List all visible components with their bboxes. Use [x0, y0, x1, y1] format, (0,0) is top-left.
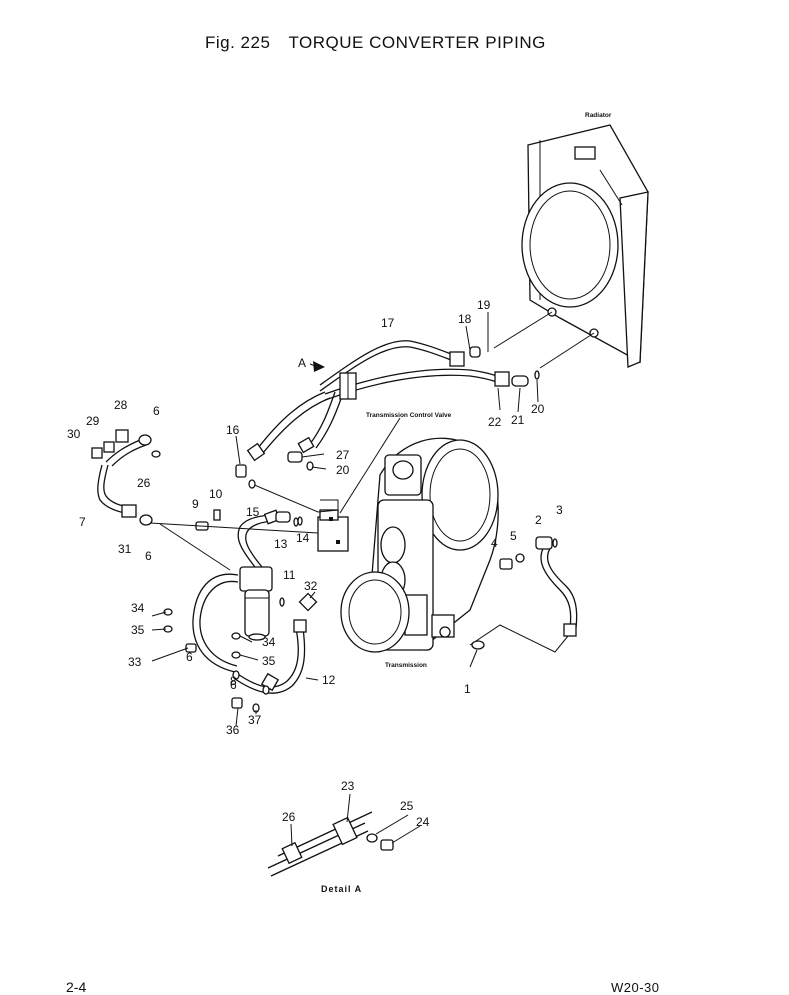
pipe-right [499, 536, 578, 637]
oil-filter [239, 566, 273, 641]
clamp-A [339, 372, 357, 400]
part-number: 6 [153, 404, 160, 418]
part-number: 13 [274, 537, 288, 551]
leader-6-to-tcv [159, 523, 231, 571]
arrow-A [309, 361, 325, 372]
fittings-filter [195, 509, 318, 612]
part-number: 12 [322, 673, 336, 687]
part-number: 37 [248, 713, 262, 727]
part-number: 26 [137, 476, 151, 490]
hose-12 [234, 619, 307, 694]
part-number: 7 [79, 515, 86, 529]
part-number: 31 [118, 542, 132, 556]
part-number: 16 [226, 423, 240, 437]
part-number: 30 [67, 427, 81, 441]
part-number: 5 [510, 529, 517, 543]
part-number: 26 [282, 810, 296, 824]
label-transmission: Transmission [385, 662, 427, 669]
figure-title-text: TORQUE CONVERTER PIPING [288, 33, 546, 52]
part-number: 11 [283, 568, 296, 582]
part-number: 35 [262, 654, 276, 668]
pipe-to-16 [246, 391, 331, 462]
model-code: W20-30 [611, 980, 660, 995]
part-number: 20 [336, 463, 350, 477]
leader-tcv-bracket [251, 483, 339, 513]
part-number: 28 [114, 398, 128, 412]
part-number: 15 [246, 505, 260, 519]
part-number: 23 [341, 779, 355, 793]
hose-22 [324, 368, 503, 401]
part-number: 27 [336, 448, 350, 462]
part-number: 17 [381, 316, 395, 330]
figure-number: Fig. 225 [205, 33, 271, 52]
figure-title: Fig. 225 TORQUE CONVERTER PIPING [205, 33, 546, 53]
part-number: 19 [477, 298, 491, 312]
part-number: 3 [556, 503, 563, 517]
label-transmission-control-valve: Transmission Control Valve [366, 412, 452, 419]
arrow-A-label: A [298, 356, 306, 370]
detail-A [267, 811, 394, 877]
hose-7 [91, 429, 161, 526]
leader-7-to-tcv [149, 522, 319, 534]
part-number: 32 [304, 579, 318, 593]
part-number: 6 [145, 549, 152, 563]
part-number: 14 [296, 531, 310, 545]
part-number: 36 [226, 723, 240, 737]
part-number: 6 [186, 650, 193, 664]
part-number: 34 [262, 635, 276, 649]
part-number: 4 [491, 536, 498, 550]
small-fittings [163, 451, 314, 713]
pipe-to-27 [297, 391, 343, 454]
part-number: 35 [131, 623, 145, 637]
part-number: 34 [131, 601, 145, 615]
label-detail-A: Detail A [321, 884, 362, 894]
leader-lines [151, 312, 539, 847]
leader-right-to-trans [469, 624, 569, 653]
leader-radiator-2 [539, 332, 595, 369]
part-number: 25 [400, 799, 414, 813]
label-radiator: Radiator [585, 112, 612, 119]
part-number: 29 [86, 414, 100, 428]
part-number: 20 [531, 402, 545, 416]
radiator [521, 124, 649, 368]
transmission-control-valve [317, 509, 349, 552]
part-number: 24 [416, 815, 430, 829]
fittings-upper [449, 346, 540, 387]
part-number: 2 [535, 513, 542, 527]
part-number: 6 [230, 678, 237, 692]
leader-radiator-1 [493, 311, 553, 349]
page-number: 2-4 [66, 979, 87, 995]
part-number: 8 [230, 674, 237, 688]
part-number: 10 [209, 487, 223, 501]
part-number: 18 [458, 312, 472, 326]
leader-tcv [339, 417, 401, 514]
part-number: 21 [511, 413, 525, 427]
part-number: 22 [488, 415, 502, 429]
part-number: 9 [192, 497, 199, 511]
transmission [340, 437, 499, 653]
part-number: 33 [128, 655, 142, 669]
plug-1 [471, 640, 485, 650]
part-number: 1 [464, 682, 471, 696]
hose-33 [192, 573, 239, 673]
